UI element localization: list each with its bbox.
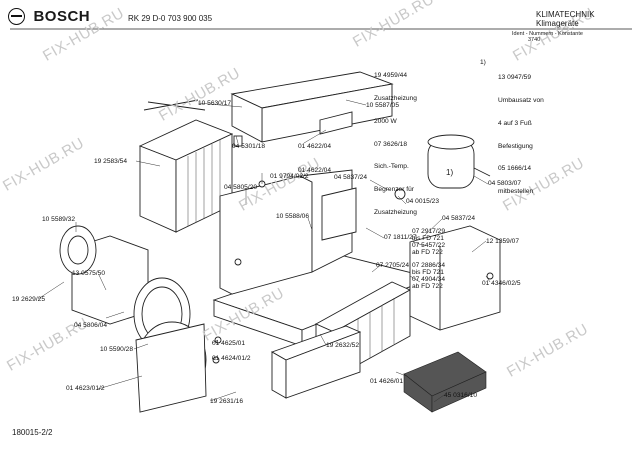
part-label: 01 4626/01 <box>370 378 404 385</box>
part-label: 07 2917/29 <box>412 228 446 235</box>
side-note-line: 05 1666/14 <box>498 165 532 173</box>
compressor-part <box>427 134 491 189</box>
top-cover-part <box>230 71 394 143</box>
category: KLIMATECHNIK <box>536 10 595 19</box>
part-label: 01 4622/04 <box>298 167 332 174</box>
part-label: bis FD 721 <box>412 269 444 276</box>
chassis-panel-part <box>219 169 357 295</box>
bottom-tray-part <box>270 325 362 399</box>
part-label: 07 4904/34 <box>412 276 446 283</box>
heater-note-line: Zusatzheizung <box>374 94 417 102</box>
filter-mat-part <box>403 351 487 413</box>
part-label: bis FD 721 <box>412 235 444 242</box>
part-label: 04 5805/20 <box>224 184 258 191</box>
part-label: 07 1811/27 <box>384 234 417 241</box>
page-code: 180015-2/2 <box>12 428 53 437</box>
side-note-line: Befestigung <box>498 142 533 150</box>
part-label: 10 5589/32 <box>42 216 76 223</box>
part-label: 45 0316/10 <box>444 392 478 399</box>
part-label: 07 5457/22 <box>412 242 446 249</box>
part-label: 10 5590/28 <box>100 346 134 353</box>
part-label: 04 5803/07 <box>488 180 522 187</box>
bosch-armature-icon <box>8 8 25 26</box>
side-note: 13 0947/59 Umbausatz von 4 auf 3 Fuß Bef… <box>498 59 544 203</box>
part-label: 07 2886/34 <box>412 262 446 269</box>
heater-note-line: 2000 W <box>374 117 397 125</box>
side-note-line: 13 0947/59 <box>498 74 532 82</box>
part-label: 19 2629/25 <box>12 296 46 303</box>
part-label: 01 9794/02/2 <box>270 173 309 180</box>
part-label: 04 0015/23 <box>406 198 440 205</box>
side-note-line: Umbausatz von <box>498 96 544 104</box>
part-label: 04 5301/18 <box>232 143 266 150</box>
part-label: 19 2583/54 <box>94 158 128 165</box>
part-label: 10 5588/06 <box>276 213 310 220</box>
part-label: 04 5837/24 <box>334 174 368 181</box>
subcategory: Klimageräte <box>536 19 579 28</box>
compressor-marker: 1) <box>446 168 454 177</box>
side-note-marker: 1) <box>480 59 486 66</box>
part-label: 01 4625/01 <box>212 340 246 347</box>
part-label: 19 2632/52 <box>326 342 360 349</box>
heater-note-line: Begrenzer für <box>374 186 414 194</box>
left-condenser-part <box>138 119 234 233</box>
heater-note-line: 19 4959/44 <box>374 72 408 80</box>
part-label: 10 5630/17 <box>198 100 232 107</box>
control-box-part <box>409 225 501 331</box>
side-note-line: mitbestellen <box>498 188 534 196</box>
part-label: 04 5837/24 <box>442 215 476 222</box>
model-line: RK 29 D-0 703 900 035 <box>128 14 213 23</box>
heater-note-line: 07 3626/18 <box>374 140 408 148</box>
part-label: ab FD 722 <box>412 249 443 256</box>
part-label: 04 5806/04 <box>74 322 108 329</box>
ident-value: 3740 <box>528 37 541 43</box>
ident-caption: Ident - Nummern - Konstante <box>512 31 583 37</box>
part-label: 01 4622/04 <box>298 143 332 150</box>
heater-note-line: Sich.-Temp. <box>374 163 409 171</box>
part-label: 19 2631/16 <box>210 398 244 405</box>
part-label: ab FD 722 <box>412 283 443 290</box>
part-label: 10 5587/05 <box>366 102 400 109</box>
part-label: 07 2705/24 <box>376 262 410 269</box>
side-note-line: 4 auf 3 Fuß <box>498 119 532 127</box>
brand-name: BOSCH <box>33 8 91 26</box>
grille-part <box>135 323 207 413</box>
part-label: 13 0575/50 <box>72 270 106 277</box>
bosch-logo: BOSCH <box>8 8 90 26</box>
heater-note-line: Zusatzheizung <box>374 208 417 216</box>
heater-note: 19 4959/44 Zusatzheizung 2000 W 07 3626/… <box>374 57 417 224</box>
part-label: 01 4623/01/2 <box>66 385 105 392</box>
part-label: 12 1359/07 <box>486 238 520 245</box>
part-label: 01 4346/02/5 <box>482 280 521 287</box>
part-label: 01 4624/01/2 <box>212 355 251 362</box>
